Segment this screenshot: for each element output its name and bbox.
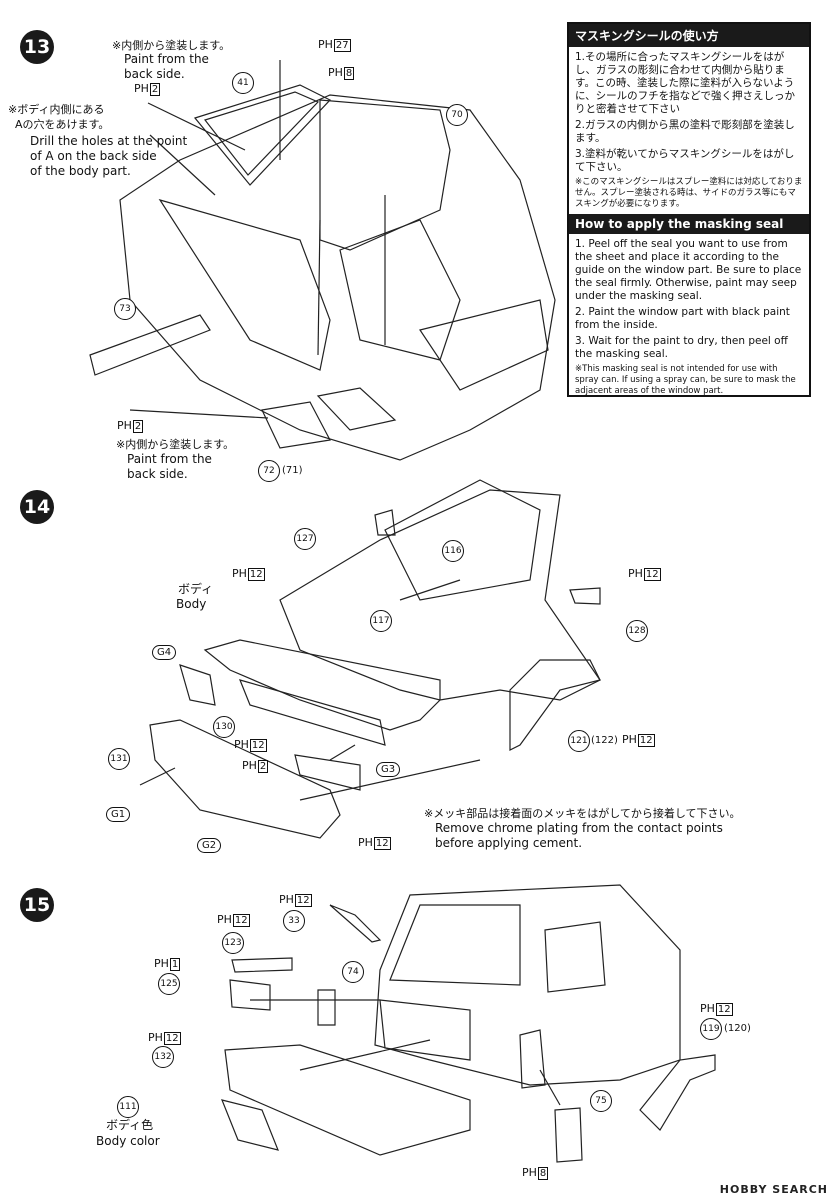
masking-title-jp: マスキングシールの使い方 bbox=[569, 24, 809, 47]
step14-front-drawing bbox=[139, 479, 601, 839]
paint-back-side-note-2-jp: ※内側から塗装します。 bbox=[116, 438, 235, 451]
part-116: 116 bbox=[442, 540, 464, 562]
part-132: 132 bbox=[152, 1046, 174, 1068]
paint-back-side-note-jp: ※内側から塗装します。 bbox=[112, 39, 231, 52]
part-71: (71) bbox=[282, 465, 303, 476]
part-128: 128 bbox=[626, 620, 648, 642]
part-41: 41 bbox=[232, 72, 254, 94]
part-70: 70 bbox=[446, 104, 468, 126]
paint-back-side-note-2-en: Paint from the back side. bbox=[127, 452, 212, 481]
masking-step-en-3: 3. Wait for the paint to dry, then peel … bbox=[575, 335, 788, 360]
paint-back-side-note-en: Paint from the back side. bbox=[124, 52, 209, 81]
part-g2: G2 bbox=[197, 838, 222, 853]
masking-note-jp: ※このマスキングシールはスプレー塗料には対応しておりません。スプレー塗装される時… bbox=[575, 177, 803, 209]
masking-step-jp-1: 1.その場所に合ったマスキングシールをはがし、ガラスの彫刻に合わせて内側から貼り… bbox=[575, 51, 795, 115]
part-121: 121 bbox=[568, 730, 590, 752]
part-73: 73 bbox=[114, 298, 136, 320]
drill-holes-note-en: Drill the holes at the point of A on the… bbox=[30, 134, 188, 178]
body-label-en: Body bbox=[176, 597, 207, 611]
masking-step-en-1: 1. Peel off the seal you want to use fro… bbox=[575, 238, 802, 302]
step-13-badge: 13 bbox=[20, 30, 54, 64]
part-119: 119 bbox=[700, 1018, 722, 1040]
part-122: (122) bbox=[591, 735, 618, 746]
body-label-jp: ボディ bbox=[178, 582, 214, 596]
part-125: 125 bbox=[158, 973, 180, 995]
masking-step-en-2: 2. Paint the window part with black pain… bbox=[575, 306, 790, 331]
part-131: 131 bbox=[108, 748, 130, 770]
chrome-removal-note-en: Remove chrome plating from the contact p… bbox=[435, 821, 723, 850]
masking-seal-instructions: マスキングシールの使い方 1.その場所に合ったマスキングシールをはがし、ガラスの… bbox=[567, 22, 811, 397]
part-75: 75 bbox=[590, 1090, 612, 1112]
part-g1: G1 bbox=[106, 807, 131, 822]
part-127: 127 bbox=[294, 528, 316, 550]
part-123: 123 bbox=[222, 932, 244, 954]
part-117: 117 bbox=[370, 610, 392, 632]
step-14-badge: 14 bbox=[20, 490, 54, 524]
part-130: 130 bbox=[213, 716, 235, 738]
part-33: 33 bbox=[283, 910, 305, 932]
part-111: 111 bbox=[117, 1096, 139, 1118]
drill-holes-note-jp: ※ボディ内側にある Aの穴をあけます。 bbox=[8, 103, 110, 131]
masking-steps-en: 1. Peel off the seal you want to use fro… bbox=[569, 234, 809, 361]
masking-step-jp-3: 3.塗料が乾いてからマスキングシールをはがして下さい。 bbox=[575, 148, 795, 173]
masking-step-jp-2: 2.ガラスの内側から黒の塗料で彫刻部を塗装します。 bbox=[575, 119, 795, 144]
chrome-removal-note-jp: ※メッキ部品は接着面のメッキをはがしてから接着して下さい。 bbox=[424, 807, 741, 820]
part-74: 74 bbox=[342, 961, 364, 983]
step15-rear-drawing bbox=[221, 884, 716, 1163]
part-g3: G3 bbox=[376, 762, 401, 777]
part-g4: G4 bbox=[152, 645, 177, 660]
step-15-badge: 15 bbox=[20, 888, 54, 922]
part-72: 72 bbox=[258, 460, 280, 482]
masking-note-en: ※This masking seal is not intended for u… bbox=[575, 364, 796, 396]
step13-body-drawing bbox=[89, 60, 556, 461]
masking-steps-jp: 1.その場所に合ったマスキングシールをはがし、ガラスの彫刻に合わせて内側から貼り… bbox=[569, 47, 809, 174]
watermark-logo: HOBBY SEARCH bbox=[719, 1183, 828, 1196]
body-color-label-en: Body color bbox=[96, 1134, 160, 1148]
body-color-label-jp: ボディ色 bbox=[106, 1118, 154, 1132]
part-120: (120) bbox=[724, 1023, 751, 1034]
masking-title-en: How to apply the masking seal bbox=[569, 214, 809, 234]
